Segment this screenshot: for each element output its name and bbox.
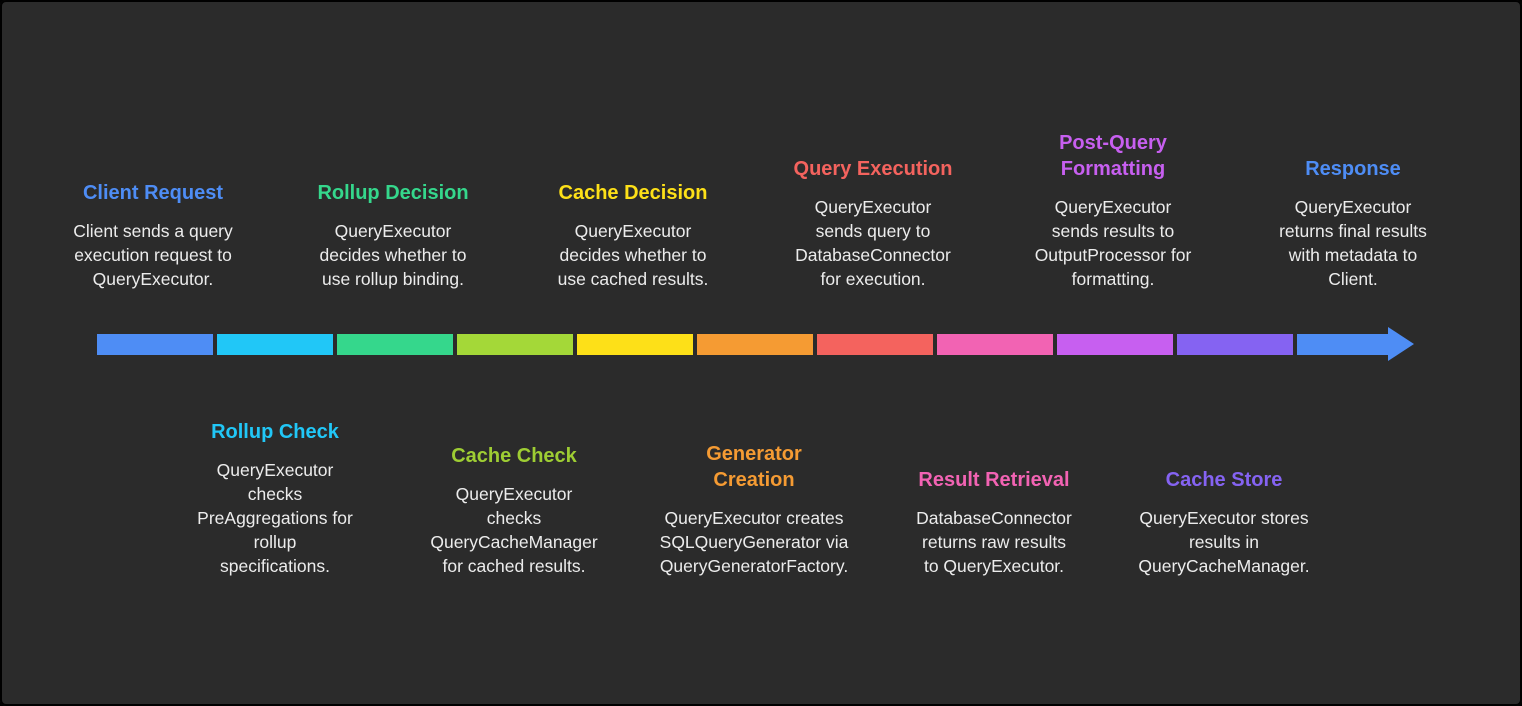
arrow-segment-2	[217, 334, 333, 355]
step-body: QueryExecutor stores results in QueryCac…	[1138, 508, 1310, 576]
arrow-segment-4	[457, 334, 573, 355]
step-body: QueryExecutor checks QueryCacheManager f…	[430, 484, 598, 576]
step-title: Client Request	[82, 182, 224, 204]
step-title: Generator Creation	[706, 443, 802, 491]
arrow-segment-6	[697, 334, 813, 355]
step-body: QueryExecutor returns final results with…	[1279, 197, 1427, 289]
step-title: Post-Query Formatting	[1059, 132, 1167, 180]
step-body: QueryExecutor sends results to OutputPro…	[1034, 197, 1192, 289]
arrow-segment-10	[1177, 334, 1293, 355]
step-title: Rollup Decision	[317, 182, 469, 204]
arrow-head-icon	[1388, 327, 1414, 361]
step-body: QueryExecutor decides whether to use cac…	[557, 221, 709, 289]
step-body: Client sends a query execution request t…	[73, 221, 233, 289]
step-body: QueryExecutor checks PreAggregations for…	[197, 460, 353, 576]
step-title: Result Retrieval	[918, 469, 1070, 491]
step-body: DatabaseConnector returns raw results to…	[916, 508, 1072, 576]
step-title: Response	[1305, 158, 1401, 180]
arrow-segment-1	[97, 334, 213, 355]
step-body: QueryExecutor decides whether to use rol…	[319, 221, 467, 289]
arrow-segment-9	[1057, 334, 1173, 355]
step-title: Cache Store	[1165, 469, 1283, 491]
step-title: Rollup Check	[211, 421, 339, 443]
arrow-segment-5	[577, 334, 693, 355]
arrow-segment-3	[337, 334, 453, 355]
step-title: Cache Check	[451, 445, 577, 467]
arrow-segment-8	[937, 334, 1053, 355]
step-title: Cache Decision	[558, 182, 708, 204]
arrow-segment-11	[1297, 334, 1389, 355]
arrow-segment-7	[817, 334, 933, 355]
step-body: QueryExecutor sends query to DatabaseCon…	[795, 197, 951, 289]
step-body: QueryExecutor creates SQLQueryGenerator …	[659, 508, 849, 576]
step-title: Query Execution	[793, 158, 953, 180]
